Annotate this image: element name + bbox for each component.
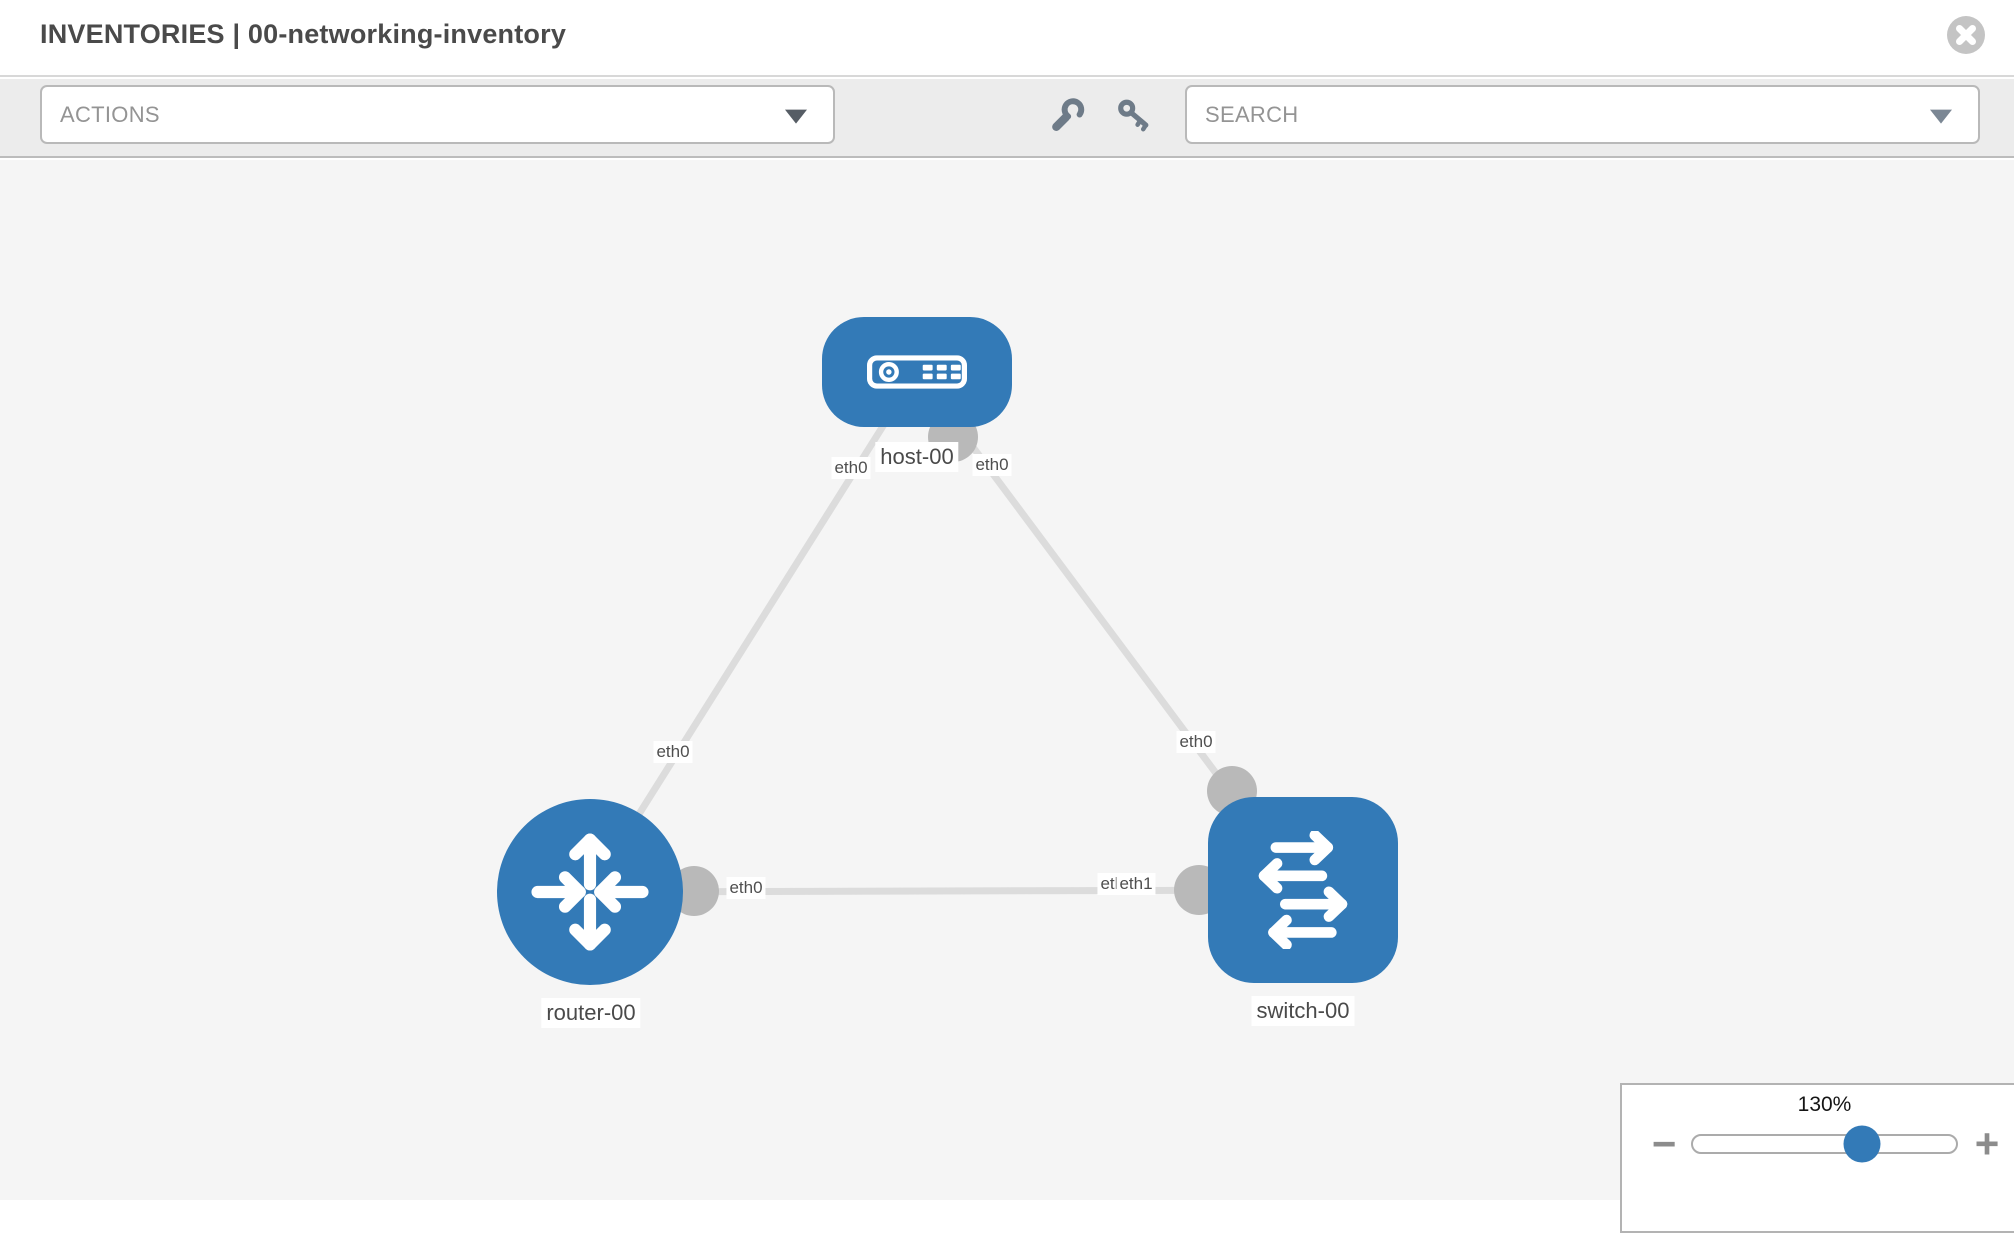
zoom-level-value: 130% <box>1797 1093 1852 1116</box>
topology-canvas[interactable]: host-00 router-00 switch-00 eth0 eth0 eth0 eth… <box>0 160 2014 1200</box>
zoom-slider-thumb[interactable] <box>1843 1125 1881 1163</box>
zoom-slider-track[interactable] <box>1691 1125 1958 1163</box>
interface-label: eth0 <box>1176 731 1216 753</box>
router-icon <box>531 833 649 951</box>
chevron-down-icon <box>785 109 807 124</box>
wrench-icon <box>1052 97 1085 131</box>
host-icon <box>867 355 967 389</box>
interface-label: eth0 <box>972 454 1012 476</box>
topology-node-switch-00[interactable] <box>1208 797 1398 983</box>
page-title: INVENTORIES | 00-networking-inventory <box>40 19 567 49</box>
chevron-down-icon <box>1930 109 1952 124</box>
key-icon <box>1118 99 1149 131</box>
interface-label: eth0 <box>726 877 766 899</box>
configure-button[interactable] <box>1048 96 1086 139</box>
zoom-control-panel: 130% − + <box>1620 1083 2014 1233</box>
actions-dropdown-label: ACTIONS <box>60 101 160 127</box>
zoom-in-button[interactable]: + <box>1974 1120 2000 1167</box>
node-name-label: host-00 <box>875 442 959 472</box>
topology-links-layer <box>587 369 1306 916</box>
credentials-button[interactable] <box>1116 97 1152 138</box>
toolbar: ACTIONS SEARCH <box>0 79 2014 158</box>
page-header: INVENTORIES | 00-networking-inventory <box>0 0 2014 77</box>
node-name-label: router-00 <box>541 998 641 1028</box>
search-dropdown[interactable]: SEARCH <box>1185 85 1980 144</box>
actions-dropdown[interactable]: ACTIONS <box>40 85 835 144</box>
close-icon <box>1947 16 1985 54</box>
search-dropdown-label: SEARCH <box>1205 101 1299 127</box>
interface-label: eth0 <box>653 741 693 763</box>
close-button[interactable] <box>1946 15 1986 55</box>
interface-label: eth1 <box>1116 873 1156 895</box>
zoom-out-button[interactable]: − <box>1651 1120 1677 1167</box>
node-name-label: switch-00 <box>1251 996 1355 1026</box>
interface-label: eth0 <box>831 457 871 479</box>
topology-node-host-00[interactable] <box>822 317 1012 427</box>
switch-icon <box>1258 831 1348 949</box>
topology-node-router-00[interactable] <box>497 799 683 985</box>
